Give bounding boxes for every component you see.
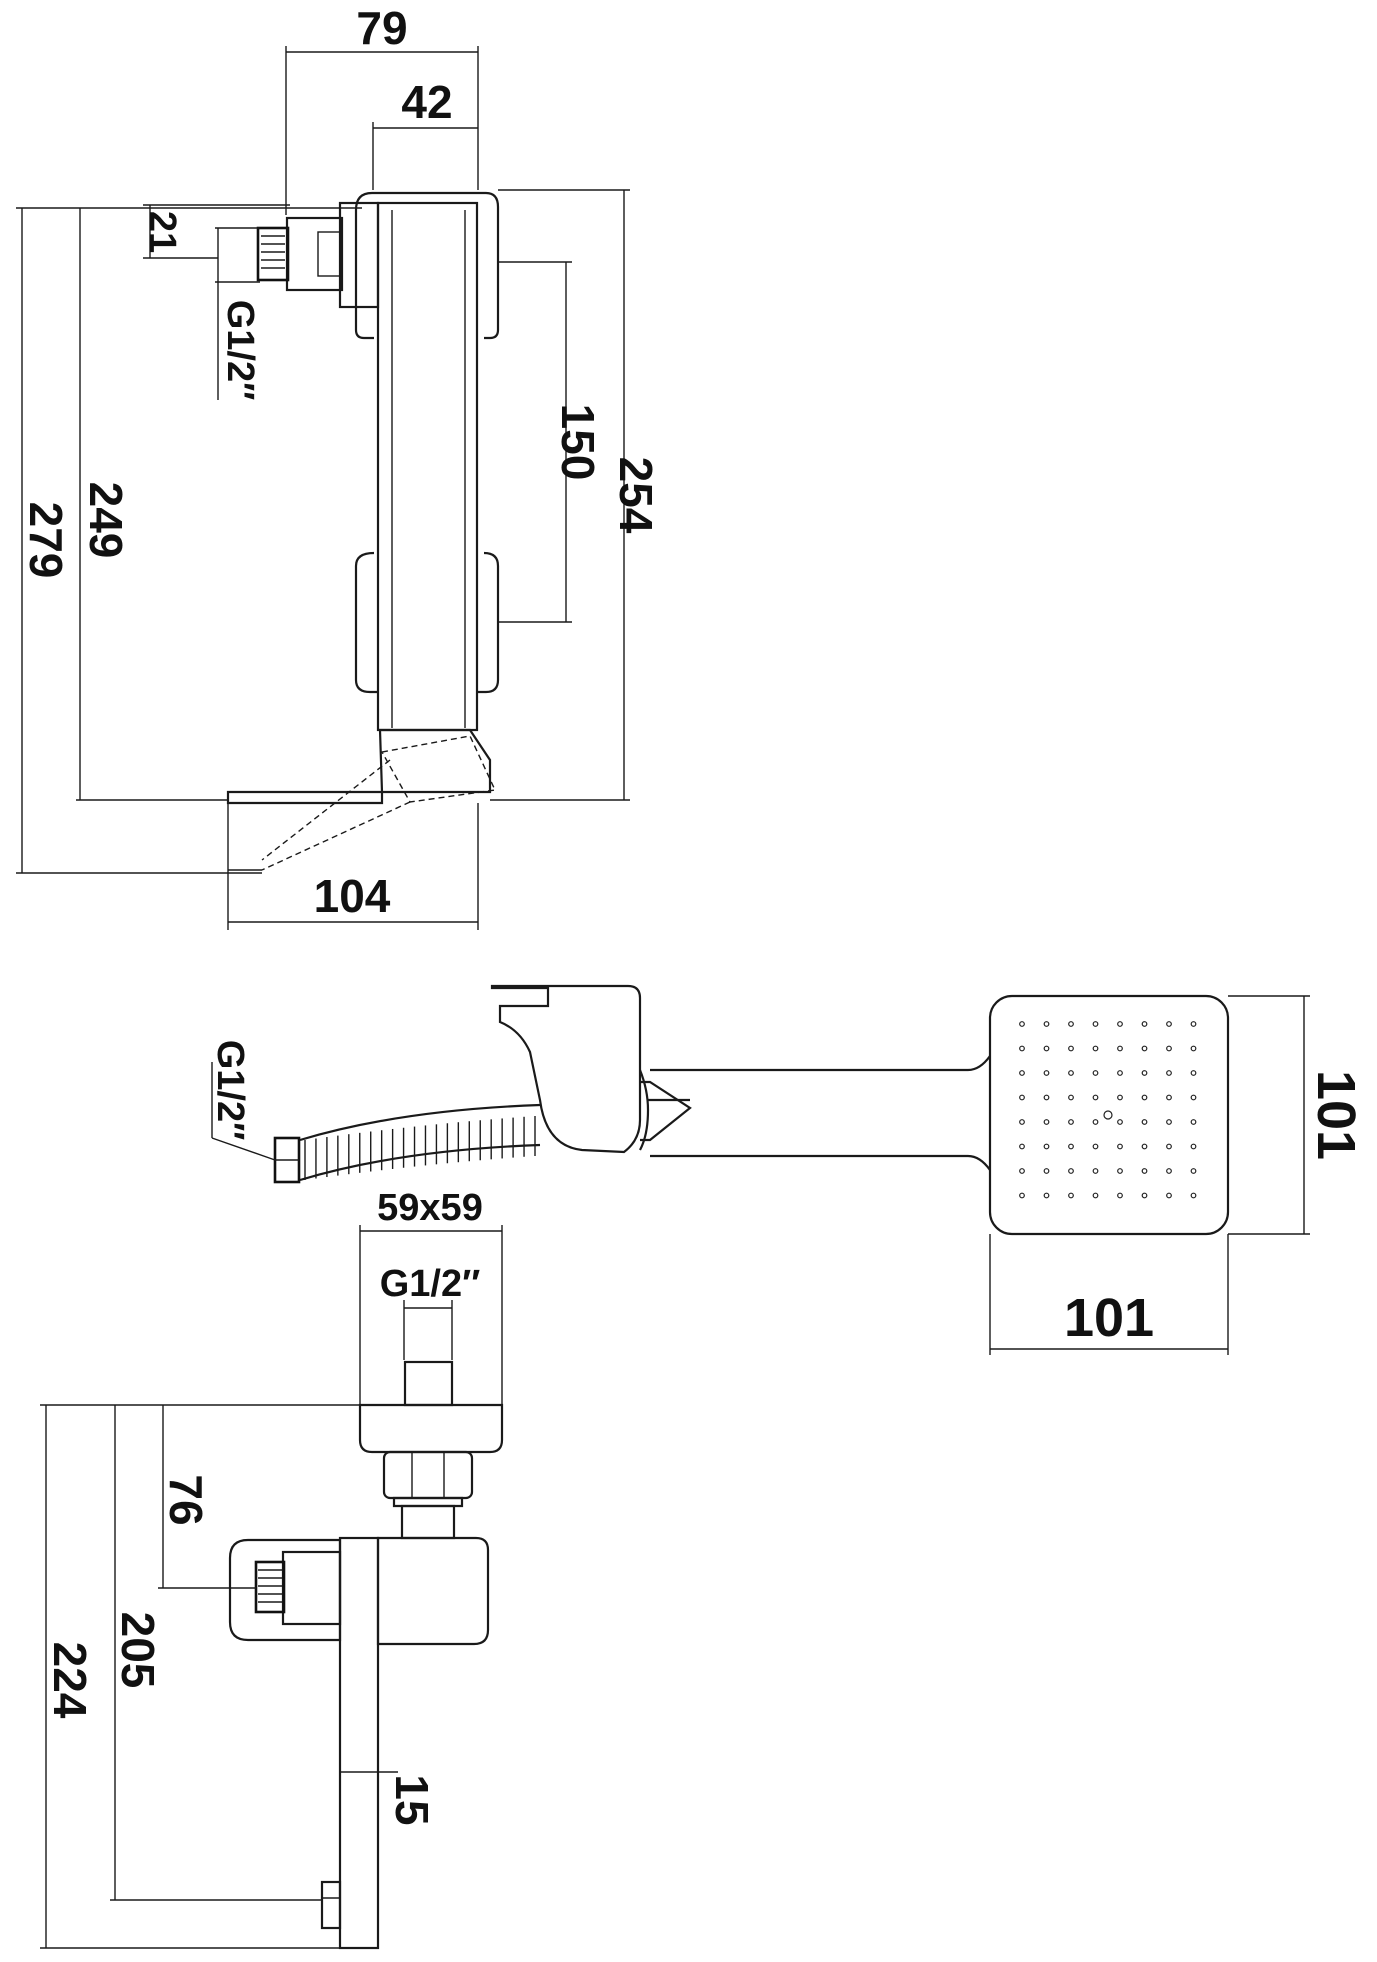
- thread-g12-side: G1/2″: [219, 300, 261, 401]
- nozzle-dot: [1043, 1192, 1050, 1199]
- nozzle-dot: [1068, 1045, 1074, 1052]
- nozzle-dot: [1166, 1094, 1172, 1101]
- nozzle-dot: [1166, 1070, 1172, 1076]
- dim-254: 254: [610, 457, 662, 534]
- nozzle-dot: [1166, 1168, 1172, 1174]
- nozzle-dot: [1019, 1094, 1025, 1101]
- nozzle-dot: [1141, 1070, 1148, 1076]
- nozzle-dot: [1068, 1143, 1074, 1150]
- nozzle-dot: [1141, 1021, 1148, 1027]
- nozzle-dot: [1043, 1119, 1050, 1125]
- nozzle-dot: [1068, 1070, 1074, 1076]
- nozzle-dot: [1068, 1021, 1074, 1027]
- nozzle-dot: [1068, 1119, 1074, 1125]
- dim-42: 42: [401, 76, 452, 128]
- nozzle-dot: [1117, 1143, 1123, 1150]
- nozzle-dot: [1117, 1094, 1123, 1101]
- dim-15: 15: [386, 1774, 438, 1825]
- nozzle-dot: [1117, 1045, 1123, 1052]
- dim-79: 79: [356, 2, 407, 54]
- nozzle-dot: [1141, 1192, 1148, 1199]
- thread-g12-front: G1/2″: [380, 1263, 481, 1305]
- dim-249: 249: [80, 482, 132, 559]
- nozzle-dot: [1190, 1192, 1197, 1199]
- hose-rings: [304, 1116, 536, 1180]
- nozzle-dot: [1092, 1045, 1099, 1052]
- nozzle-dot: [1043, 1143, 1050, 1150]
- nozzle-dot: [1190, 1168, 1197, 1174]
- nozzle-dot: [1166, 1021, 1172, 1027]
- nozzle-dot: [1068, 1168, 1074, 1174]
- nozzle-dot: [1141, 1045, 1148, 1052]
- nozzle-dot: [1019, 1143, 1025, 1150]
- dim-21: 21: [141, 211, 183, 253]
- nozzle-dot: [1092, 1192, 1099, 1199]
- nozzle-dot: [1166, 1119, 1172, 1125]
- dim-150: 150: [552, 404, 604, 481]
- dim-76: 76: [160, 1474, 212, 1525]
- nozzle-dot: [1068, 1094, 1074, 1101]
- dim-59x59: 59x59: [377, 1187, 483, 1229]
- nozzle-dot: [1141, 1119, 1148, 1125]
- nozzle-dot: [1117, 1168, 1123, 1174]
- nozzle-dot: [1043, 1045, 1050, 1052]
- nozzle-dot: [1190, 1070, 1197, 1076]
- nozzle-dot: [1190, 1045, 1197, 1052]
- nozzle-dot: [1117, 1192, 1123, 1199]
- nozzle-dot: [1019, 1192, 1025, 1199]
- nozzle-dot: [1092, 1021, 1099, 1027]
- front-view: 59x59 G1/2″ 76: [40, 1187, 504, 1950]
- dim-101-height: 101: [1306, 1070, 1366, 1160]
- nozzle-dot: [1117, 1119, 1123, 1125]
- nozzle-dot: [1043, 1094, 1050, 1101]
- nozzle-dot: [1092, 1119, 1099, 1125]
- nozzle-dot: [1141, 1094, 1148, 1101]
- dim-104: 104: [314, 870, 391, 922]
- nozzle-dot: [1190, 1119, 1197, 1125]
- nozzle-dot: [1019, 1168, 1025, 1174]
- nozzle-dot: [1117, 1021, 1123, 1027]
- nozzle-dot: [1019, 1070, 1025, 1076]
- nozzle-dot: [1117, 1070, 1123, 1076]
- nozzle-dot: [1190, 1021, 1197, 1027]
- nozzle-dot: [1166, 1143, 1172, 1150]
- hand-shower-view: G1/2″ 101 101: [209, 984, 1366, 1355]
- nozzle-dot: [1043, 1070, 1050, 1076]
- dim-101-width: 101: [1064, 1288, 1154, 1348]
- nozzle-dot: [1019, 1045, 1025, 1052]
- nozzle-dot: [1043, 1168, 1050, 1174]
- nozzle-dot: [1019, 1021, 1025, 1027]
- nozzle-dot: [1190, 1143, 1197, 1150]
- side-view: 79 42 21 G1/2″: [16, 2, 662, 930]
- nozzle-dot: [1092, 1094, 1099, 1101]
- nozzle-dot: [1092, 1143, 1099, 1150]
- nozzle-dot: [1190, 1094, 1197, 1101]
- center-nozzle: [1103, 1110, 1113, 1120]
- nozzle-dot: [1019, 1119, 1025, 1125]
- nozzle-dot: [1068, 1192, 1074, 1199]
- nozzle-dot: [1092, 1070, 1099, 1076]
- dim-224: 224: [44, 1642, 96, 1719]
- nozzle-dot: [1092, 1168, 1099, 1174]
- nozzle-dot: [1043, 1021, 1050, 1027]
- dim-279: 279: [20, 502, 72, 579]
- nozzle-dot: [1141, 1168, 1148, 1174]
- nozzle-dot: [1166, 1192, 1172, 1199]
- nozzle-dot: [1166, 1045, 1172, 1052]
- dim-205: 205: [112, 1612, 164, 1689]
- thread-g12-hose: G1/2″: [209, 1040, 251, 1141]
- nozzle-dot: [1141, 1143, 1148, 1150]
- nozzle-grid: [1019, 1021, 1197, 1199]
